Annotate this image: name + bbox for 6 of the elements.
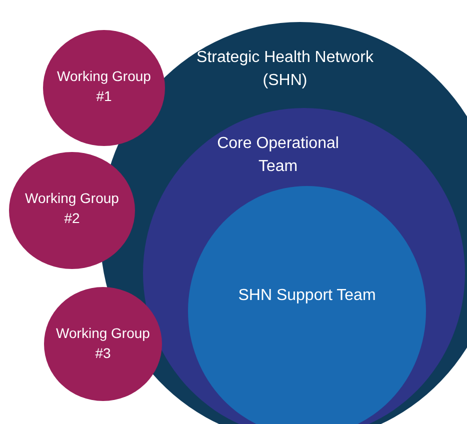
circle-label: Working Group #1 [56, 67, 152, 106]
circle-label: Working Group #3 [55, 324, 151, 364]
circle-label: Working Group #2 [24, 189, 120, 228]
circle-label: SHN Support Team [237, 286, 377, 306]
circle-label: Strategic Health Network (SHN) [196, 48, 374, 92]
circle-label: Core Operational Team [216, 134, 340, 178]
